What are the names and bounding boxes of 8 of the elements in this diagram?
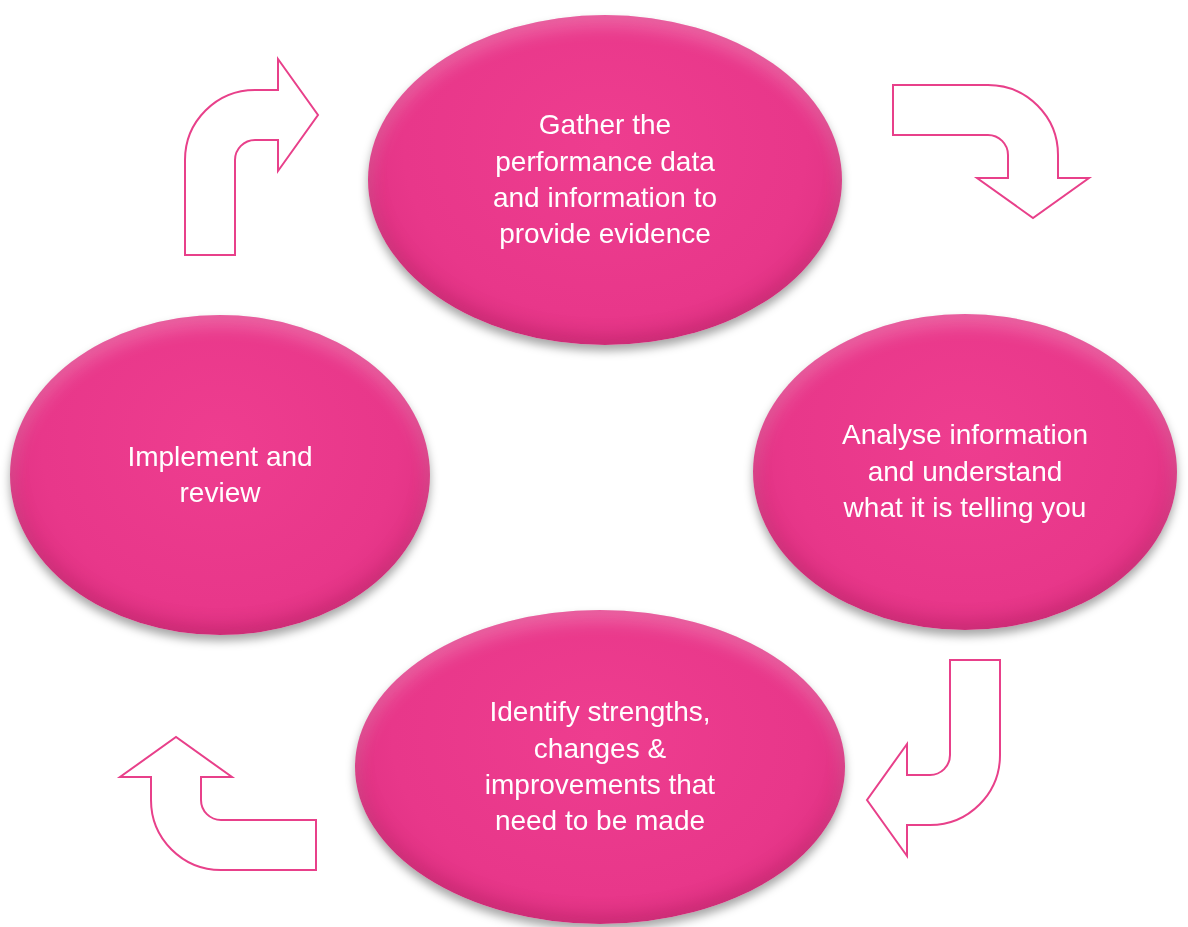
bent-arrow: [892, 84, 1090, 219]
step-text: Identify strengths, changes & improvements that need to be made: [483, 695, 717, 839]
step-text: Gather the performance data and information to provide evidence: [491, 108, 719, 252]
step-text: Implement and review: [126, 439, 314, 510]
bent-arrow: [184, 58, 319, 256]
bent-arrow: [119, 736, 317, 871]
bent-arrow: [866, 659, 1001, 857]
step-text: Analyse information and understand what it is telling you: [841, 418, 1089, 526]
